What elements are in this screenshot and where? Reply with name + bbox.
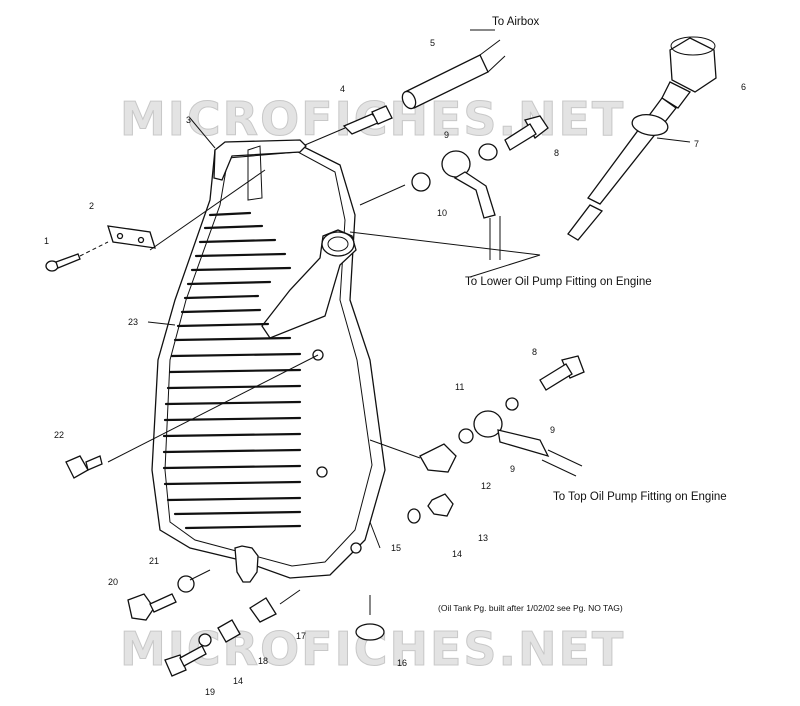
- part-number-22: 22: [54, 430, 65, 440]
- part-bolt-8-upper: [504, 115, 549, 151]
- part-number-11: 11: [455, 382, 465, 392]
- part-number-7: 7: [694, 139, 700, 149]
- callout-to-lower-pump: To Lower Oil Pump Fitting on Engine: [465, 276, 652, 288]
- part-number-2: 2: [89, 201, 95, 211]
- part-fitting-4: [342, 105, 393, 135]
- part-hose-5: [401, 29, 506, 110]
- part-number-17: 17: [296, 631, 307, 641]
- part-bushing-17: [249, 597, 277, 623]
- part-washer-21: [177, 575, 195, 593]
- part-bolt-20: [127, 593, 155, 621]
- part-number-9-right: 9: [550, 425, 556, 435]
- part-bolt-22: [65, 455, 89, 479]
- part-washer-9-b: [411, 172, 431, 192]
- part-banjo-11: [473, 410, 583, 477]
- part-number-8-lower: 8: [532, 347, 538, 357]
- part-washer-14-a: [407, 508, 421, 524]
- leader-lines: [107, 117, 691, 615]
- part-number-4: 4: [340, 84, 346, 94]
- callout-to-top-pump: To Top Oil Pump Fitting on Engine: [553, 491, 727, 503]
- part-number-1: 1: [44, 236, 50, 246]
- part-number-14-lower: 14: [233, 676, 244, 686]
- part-bolt-8-lower: [539, 355, 585, 391]
- part-grommet-16: [355, 623, 385, 641]
- part-number-3: 3: [186, 115, 192, 125]
- part-number-13: 13: [478, 533, 489, 543]
- part-banjo-10: [441, 150, 501, 260]
- part-number-16: 16: [397, 658, 408, 668]
- oil-tank: [151, 139, 386, 583]
- part-washer-9-d: [458, 428, 474, 444]
- part-number-14-upper: 14: [452, 549, 463, 559]
- note-oil-tank: (Oil Tank Pg. built after 1/02/02 see Pg…: [438, 603, 623, 613]
- part-number-19: 19: [205, 687, 216, 697]
- part-spacer-18: [217, 619, 241, 643]
- part-number-9-lower: 9: [510, 464, 516, 474]
- part-number-18: 18: [258, 656, 269, 666]
- part-fitting-12: [419, 443, 457, 473]
- part-number-12: 12: [481, 481, 492, 491]
- tank-ribs: [162, 211, 302, 530]
- part-number-20: 20: [108, 577, 119, 587]
- part-washer-14-b: [198, 633, 212, 647]
- part-number-15: 15: [391, 543, 402, 553]
- part-washer-9-a: [478, 143, 498, 161]
- part-plate-2: [107, 225, 156, 249]
- part-dipstick-6: [567, 36, 717, 241]
- part-number-9-upper: 9: [444, 130, 450, 140]
- part-washer-9-c: [505, 397, 519, 411]
- part-number-5: 5: [430, 38, 436, 48]
- part-number-21: 21: [149, 556, 160, 566]
- part-nut-13: [427, 493, 454, 517]
- part-number-23: 23: [128, 317, 139, 327]
- part-number-6: 6: [741, 82, 747, 92]
- part-number-8-upper: 8: [554, 148, 560, 158]
- part-number-10: 10: [437, 208, 448, 218]
- part-screw-1: [45, 241, 109, 272]
- callout-to-airbox: To Airbox: [492, 16, 540, 28]
